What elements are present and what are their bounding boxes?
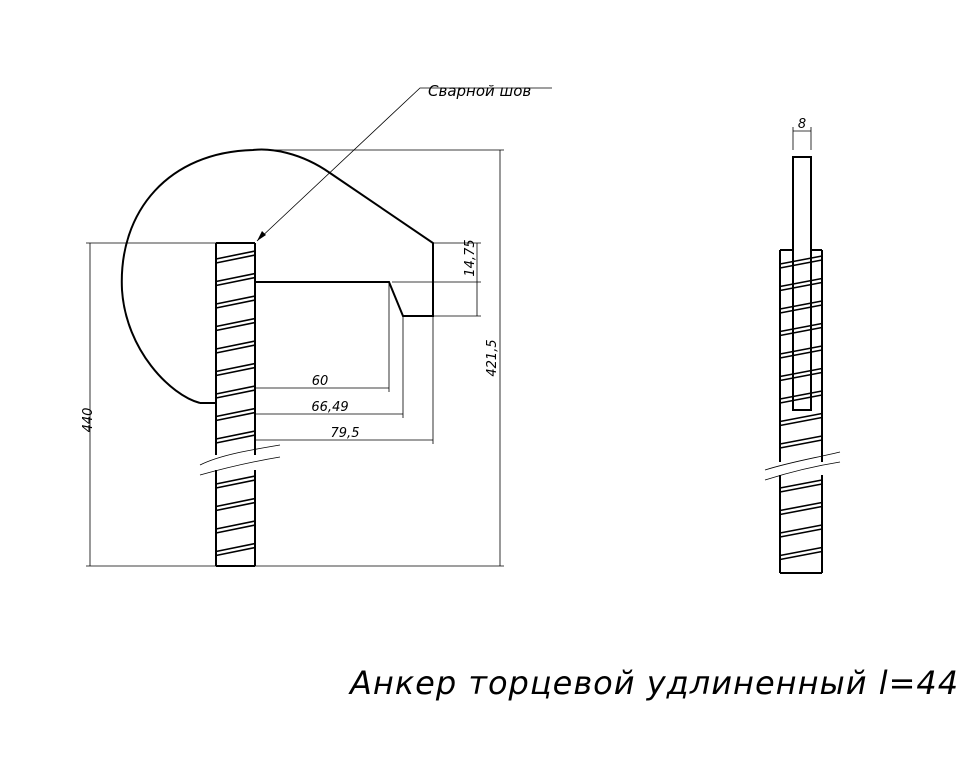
rebar-rib: [779, 501, 823, 516]
rebar-rib: [779, 255, 823, 269]
dim-notch-height: 14,75: [463, 239, 478, 276]
rebar-rib: [215, 430, 256, 444]
rebar-rib: [779, 300, 823, 314]
rebar-rib: [779, 524, 823, 538]
anchor-plate-outline: [120, 148, 434, 404]
dim-total-length: 440: [81, 408, 96, 433]
dim-inner-width: 60: [312, 374, 329, 389]
dim-plate-width: 79,5: [331, 426, 360, 441]
rebar-rib: [779, 412, 823, 427]
rebar-rib: [215, 272, 256, 287]
rebar-rib: [215, 250, 256, 264]
rebar-rib: [215, 497, 256, 512]
rebar-rib: [215, 295, 256, 309]
rebar-rib: [779, 479, 823, 493]
rebar-rib: [779, 277, 823, 292]
rebar-rib: [215, 385, 256, 399]
rebar-rib: [215, 407, 256, 422]
rebar-rib: [215, 317, 256, 332]
dimension-lines: [86, 127, 812, 567]
dim-plate-thickness: 8: [798, 117, 806, 132]
rebar-rib: [779, 546, 823, 561]
rebar-rib: [779, 322, 823, 337]
rebar-front-view: [199, 242, 281, 567]
rebar-rib: [779, 345, 823, 359]
weld-label: Сварной шов: [428, 82, 531, 100]
leader-arrow-icon: [257, 231, 266, 241]
rebar-rib: [215, 475, 256, 489]
rebar-rib: [215, 520, 256, 534]
rebar-rib: [779, 367, 823, 382]
dim-plate-height: 421,5: [485, 339, 500, 376]
rebar-rib: [215, 542, 256, 557]
break-line: [199, 444, 281, 476]
dim-notch-width: 66,49: [311, 400, 348, 415]
rebar-rib: [215, 362, 256, 377]
rebar-rib: [215, 340, 256, 354]
rebar-rib: [779, 435, 823, 449]
weld-leader-line: [256, 87, 552, 242]
rebar-rib: [779, 390, 823, 404]
break-line: [764, 451, 841, 481]
drawing-title: Анкер торцевой удлиненный l=440: [350, 664, 960, 702]
